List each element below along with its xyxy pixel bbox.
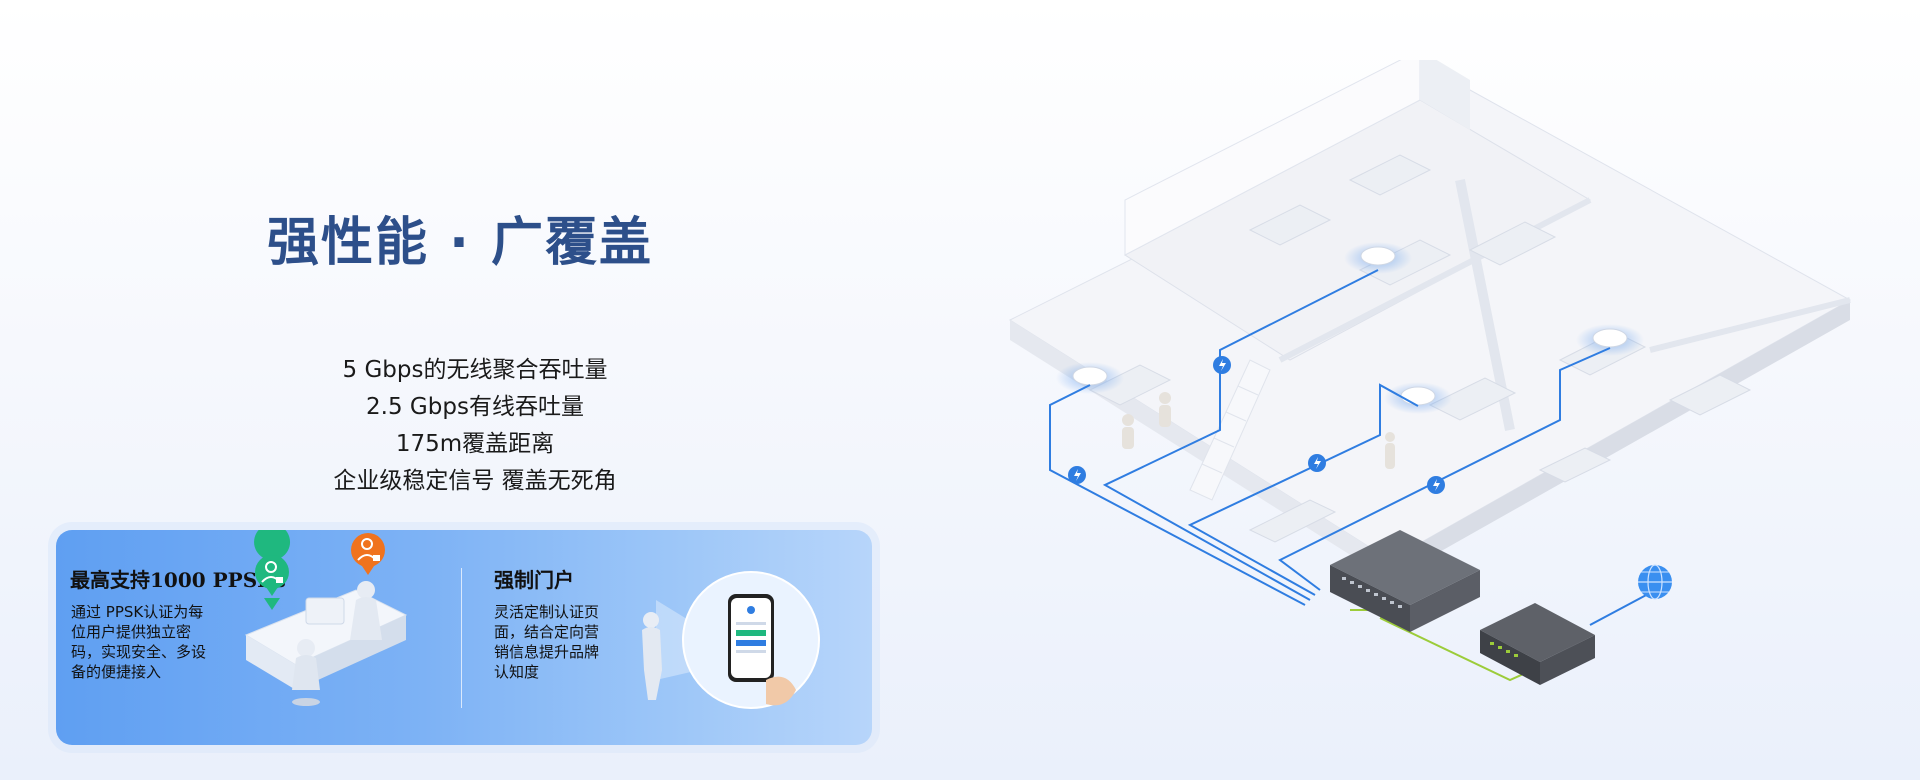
person-figure (297, 639, 315, 657)
ppsk-desc-line: 位用户提供独立密 (71, 623, 192, 641)
monitor (305, 597, 345, 625)
network-switch-icon (1480, 603, 1595, 685)
feature-item: 5 Gbps的无线聚合吞吐量 (342, 357, 608, 383)
user-lock-icon (254, 530, 291, 610)
feature-list: 5 Gbps的无线聚合吞吐量 2.5 Gbps有线吞吐量 175m覆盖距离 企业… (0, 352, 950, 500)
portal-desc-line: 销信息提升品牌 (494, 643, 600, 661)
portal-illustration (642, 571, 820, 709)
smartphone-icon (728, 594, 774, 682)
ppsk-description: 通过 PPSK认证为每 位用户提供独立密 码，实现安全、多设 备的便捷接入 (71, 602, 241, 682)
feature-banner: 最高支持1000 PPSKs 通过 PPSK认证为每 位用户提供独立密 码，实现… (56, 530, 872, 745)
hand (766, 676, 796, 706)
feature-item: 企业级稳定信号 覆盖无死角 (333, 468, 617, 494)
portal-desc-line: 面，结合定向营 (494, 623, 600, 641)
power-bolt-icon (1427, 476, 1445, 494)
ethernet-cables (1049, 269, 1611, 606)
portal-desc-line: 灵活定制认证页 (494, 603, 600, 621)
globe-icon (1638, 564, 1672, 600)
power-bolt-icon (1068, 466, 1086, 484)
person-figure (357, 581, 375, 599)
office-network-scene (1008, 60, 1852, 685)
power-bolt-icon (1308, 454, 1326, 472)
person-figure (1122, 392, 1395, 469)
person-figure (643, 612, 659, 628)
access-point-icon (1576, 324, 1644, 356)
left-panel: 强性能 · 广覆盖 5 Gbps的无线聚合吞吐量 2.5 Gbps有线吞吐量 1… (0, 0, 920, 780)
power-bolt-icon (1213, 356, 1231, 374)
ppsk-title: 最高支持1000 PPSKs (70, 568, 286, 592)
portal-title: 强制门户 (494, 568, 574, 592)
office-desk-illustration (244, 530, 408, 706)
internet-cable (1589, 592, 1651, 626)
access-point-icon (1384, 382, 1452, 414)
ppsk-desc-line: 码，实现安全、多设 (71, 643, 207, 661)
access-point-icon (1344, 242, 1412, 274)
portal-desc-line: 认知度 (494, 663, 540, 681)
feature-item: 2.5 Gbps有线吞吐量 (366, 394, 584, 420)
ppsk-desc-line: 通过 PPSK认证为每 (71, 603, 204, 621)
portal-description: 灵活定制认证页 面，结合定向营 销信息提升品牌 认知度 (494, 602, 624, 682)
ppsk-desc-line: 备的便捷接入 (71, 663, 162, 681)
card-divider (461, 568, 462, 708)
staircase (1189, 359, 1271, 501)
network-switch-icon (1330, 530, 1480, 632)
page-title: 强性能 · 广覆盖 (267, 213, 653, 273)
access-point-icon (1056, 362, 1124, 394)
user-lock-icon (351, 533, 385, 575)
feature-item: 175m覆盖距离 (395, 431, 555, 457)
